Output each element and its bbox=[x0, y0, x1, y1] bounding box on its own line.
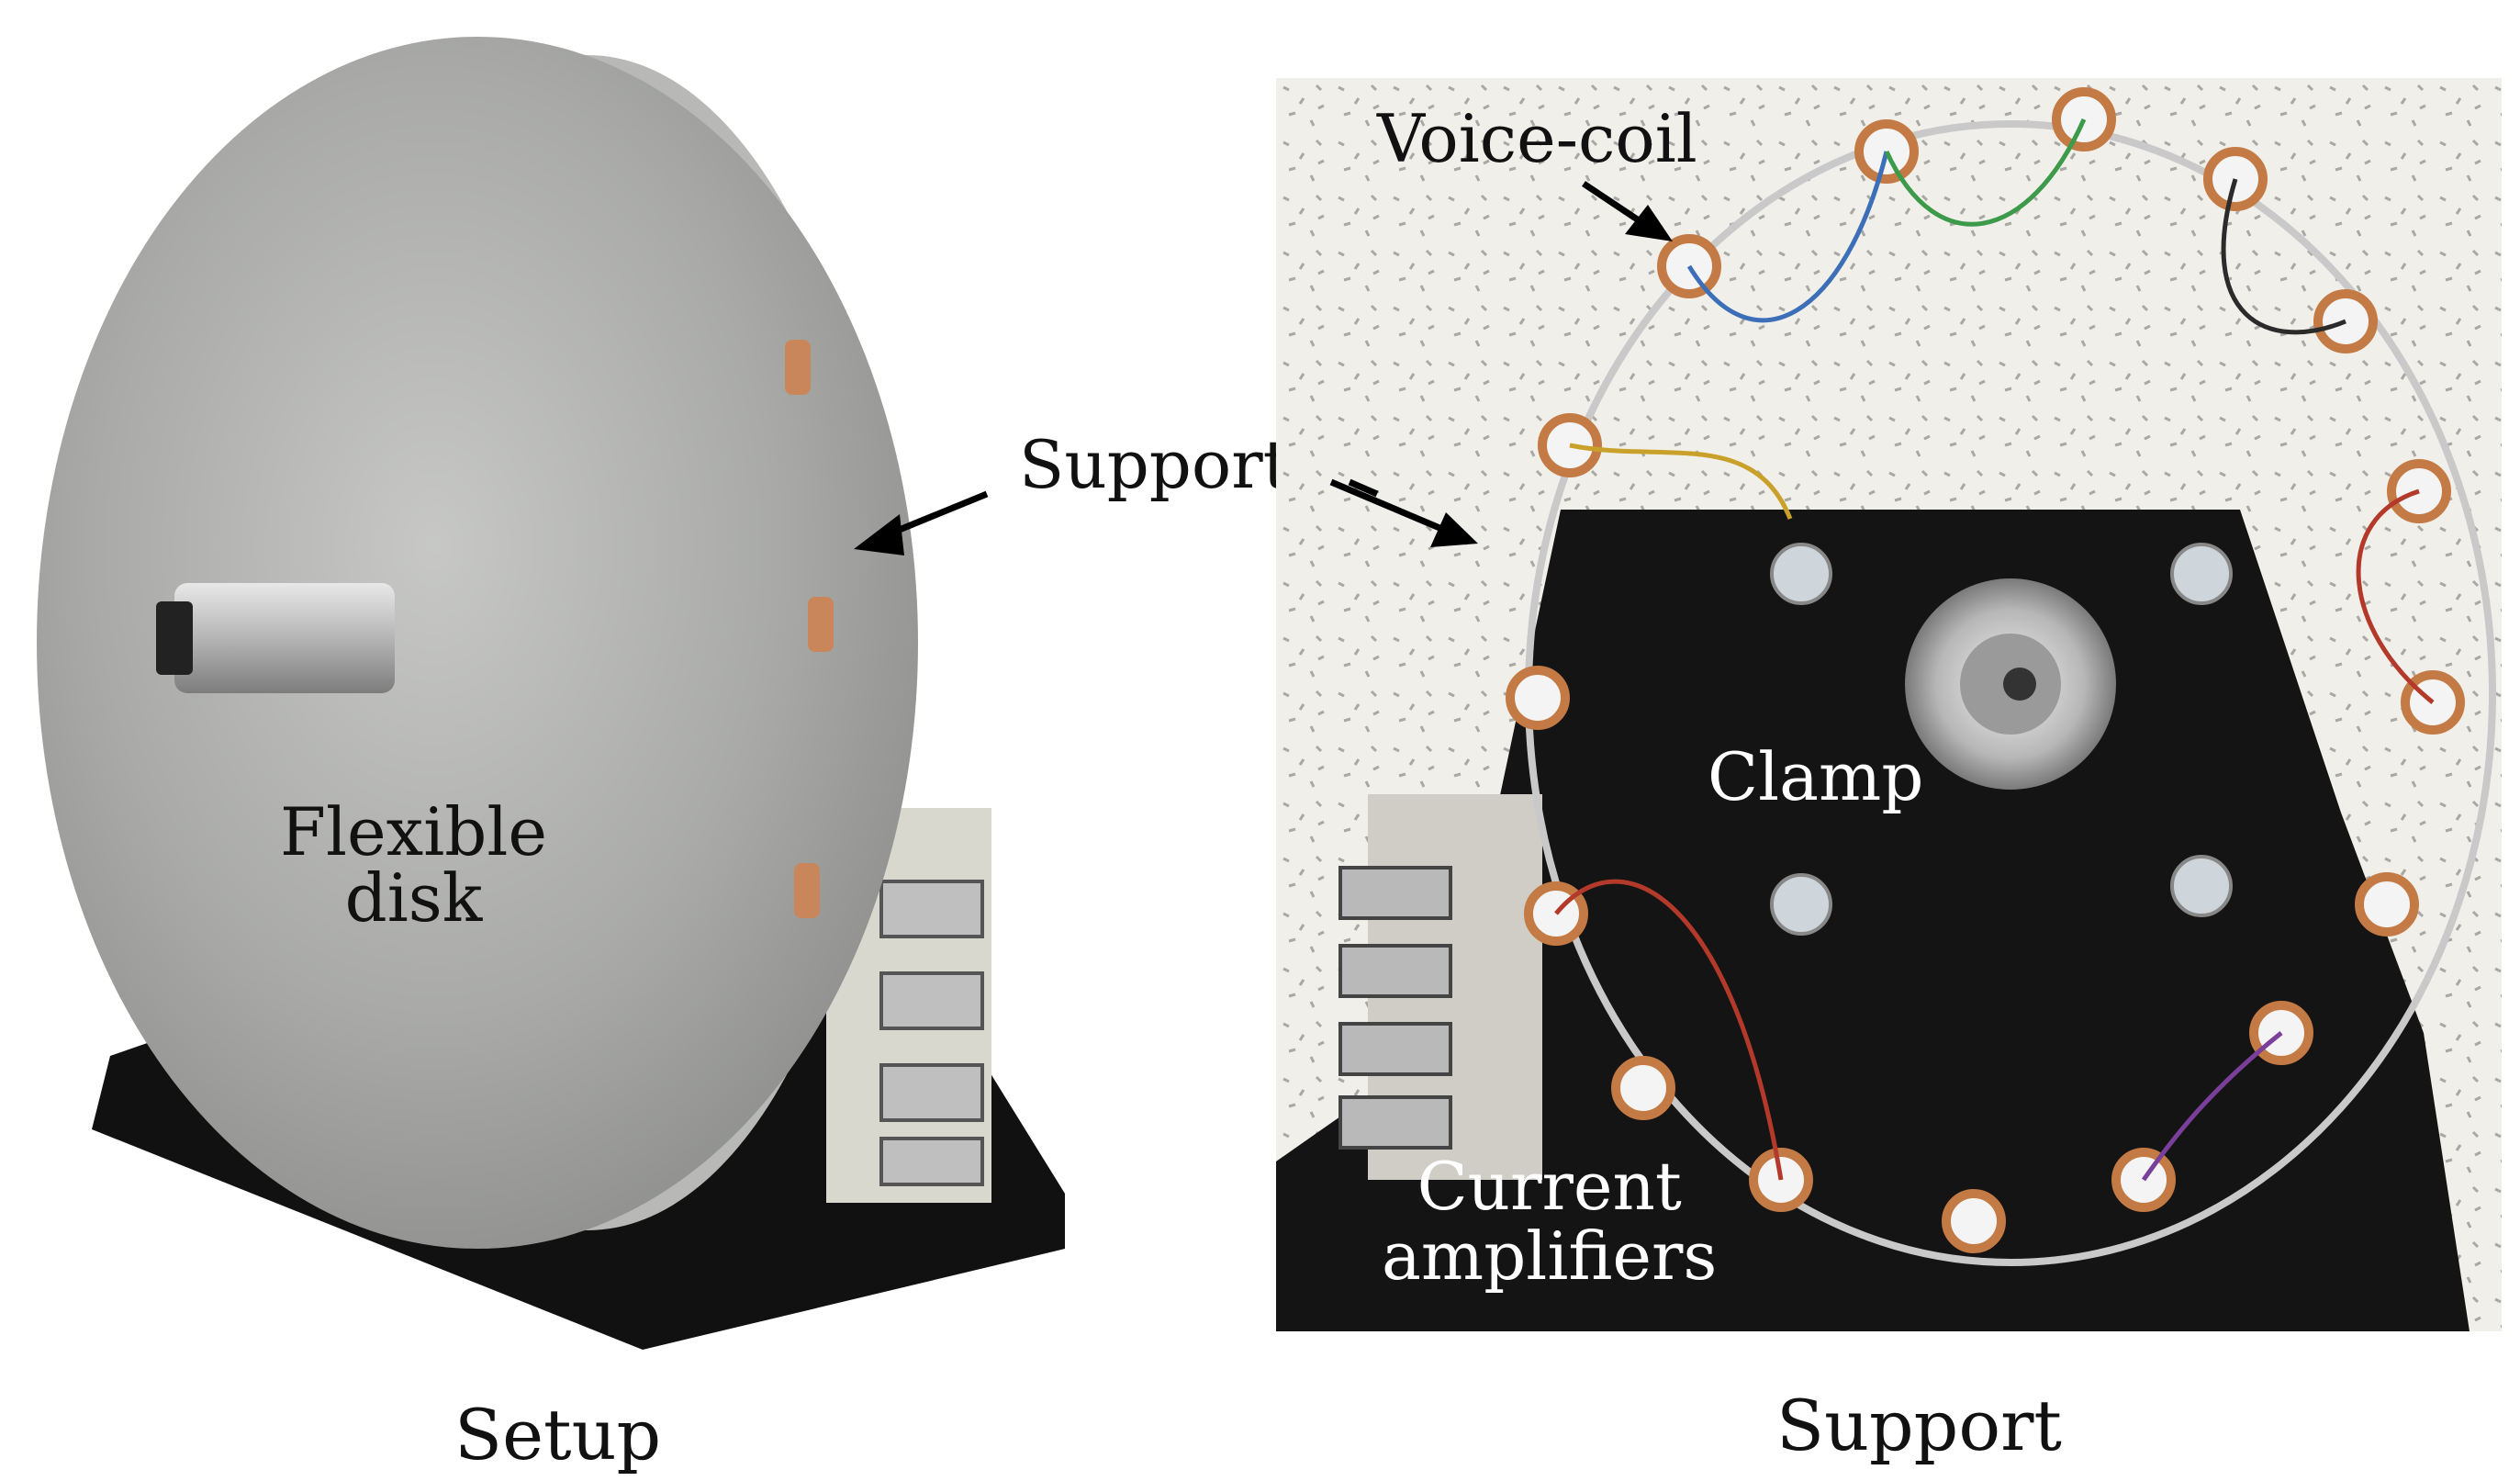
support-illustration bbox=[1276, 78, 2502, 1331]
support-caption: Support bbox=[1776, 1385, 2062, 1466]
flexible-disk bbox=[37, 37, 918, 1249]
support-plate bbox=[1276, 510, 2470, 1331]
setup-caption: Setup bbox=[454, 1394, 662, 1475]
current-amplifiers-label: Current amplifiers bbox=[1382, 1148, 1718, 1295]
setup-illustration bbox=[37, 37, 1065, 1350]
support-photo: Voice-coil Clamp Current amplifiers bbox=[1276, 78, 2502, 1331]
voice-coil-label: Voice-coil bbox=[1377, 100, 1697, 177]
flexible-disk-label: Flexible disk bbox=[280, 793, 547, 937]
setup-photo: Flexible disk bbox=[0, 0, 1102, 1377]
support-label: Support bbox=[1019, 426, 1290, 503]
hub bbox=[174, 583, 395, 693]
clamp-label: Clamp bbox=[1708, 738, 1924, 815]
